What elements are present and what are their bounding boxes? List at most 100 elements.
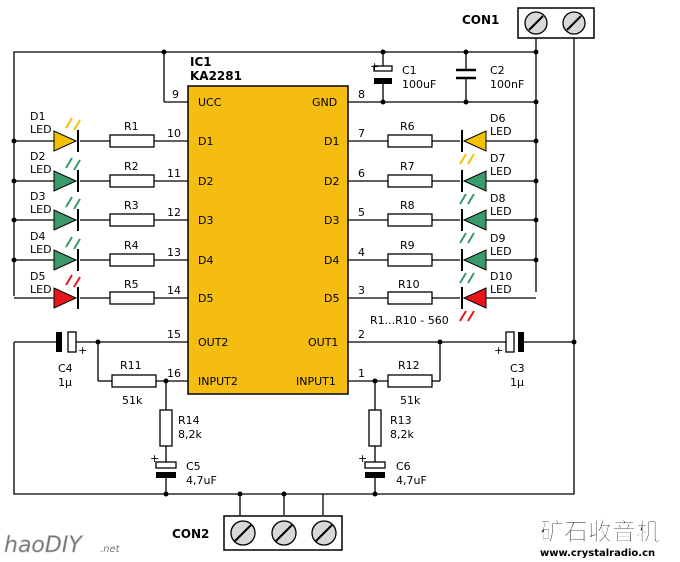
led-body (53, 209, 78, 231)
resistor-ref: R13 (390, 414, 412, 427)
led-body (53, 249, 78, 271)
ic-ref: IC1 (190, 55, 212, 69)
led-d4: D4 LED (30, 230, 79, 271)
ic-pin-name: OUT2 (198, 336, 228, 349)
capacitor-c5: + C5 4,7uF (150, 452, 217, 487)
led-type: LED (30, 163, 52, 176)
ic-pin-num: 14 (167, 284, 181, 297)
led-type: LED (30, 283, 52, 296)
watermark-cn: 矿石收音机 (540, 518, 660, 546)
junction-dots (11, 49, 577, 497)
led-body (462, 209, 487, 231)
led-d7: D7 LED (461, 152, 512, 192)
resistor-r14: R14 8,2k (159, 409, 202, 447)
led-type: LED (490, 125, 512, 138)
resistor-r3 (109, 213, 155, 227)
cap-ref: C2 (490, 64, 505, 77)
cap-value: 1µ (58, 376, 72, 389)
led-type: LED (30, 203, 52, 216)
ic-pin-name: D3 (198, 214, 213, 227)
svg-text:+: + (78, 344, 87, 357)
ic-pin-num: 4 (358, 246, 365, 259)
svg-text:+: + (358, 452, 367, 465)
resistor-value: 51k (400, 394, 421, 407)
resistor-ref: R12 (398, 359, 420, 372)
ic-part: KA2281 (190, 69, 242, 83)
led-type: LED (490, 283, 512, 296)
resistor-ref: R8 (400, 199, 415, 212)
led-ref: D5 (30, 270, 45, 283)
resistor-ref: R14 (178, 414, 200, 427)
resistor-ref: R1 (124, 120, 139, 133)
ic-pin-name: D4 (198, 254, 213, 267)
cap-value: 4,7uF (396, 474, 427, 487)
led-type: LED (490, 205, 512, 218)
ic-pin-num: 8 (358, 88, 365, 101)
led-type: LED (30, 123, 52, 136)
ic-pin-num: 11 (167, 167, 181, 180)
led-ref: D7 (490, 152, 505, 165)
ic-pin-num: 13 (167, 246, 181, 259)
led-body (462, 130, 487, 152)
resistor-value: 8,2k (390, 428, 414, 441)
resistor-r12: R12 51k (387, 359, 433, 407)
cap-ref: C3 (510, 362, 525, 375)
capacitor-c2: C2 100nF (456, 64, 524, 91)
connector-label: CON2 (172, 527, 209, 541)
led-light-rays (65, 117, 81, 288)
cap-value: 1µ (510, 376, 524, 389)
ic-pin-name: GND (312, 96, 337, 109)
ic-pin-name: D5 (198, 292, 213, 305)
ic-pin-num: 2 (358, 328, 365, 341)
led-body (53, 130, 78, 152)
resistor-r10 (387, 291, 433, 305)
ic-pin-num: 15 (167, 328, 181, 341)
led-ref: D8 (490, 192, 505, 205)
ic-pin-name: OUT1 (308, 336, 338, 349)
capacitor-c1: + C1 100uF (370, 60, 436, 91)
ic-pin-name: INPUT1 (296, 375, 336, 388)
ic-pin-name: D3 (324, 214, 339, 227)
resistor-ref: R10 (398, 278, 420, 291)
connector-label: CON1 (462, 13, 499, 27)
ic-pin-num: 7 (358, 127, 365, 140)
resistor-note: R1...R10 - 560 (370, 314, 449, 327)
watermark-crystalradio: 矿石收音机 www.crystalradio.cn (540, 518, 661, 559)
svg-text:+: + (370, 60, 379, 73)
resistor-r4 (109, 253, 155, 267)
led-d6: D6 LED (461, 112, 512, 152)
resistor-r8 (387, 213, 433, 227)
cap-value: 100uF (402, 78, 436, 91)
led-ref: D10 (490, 270, 512, 283)
led-ref: D2 (30, 150, 45, 163)
watermark-suffix: .net (100, 544, 121, 555)
capacitor-c3: + C3 1µ (494, 331, 525, 389)
resistor-ref: R11 (120, 359, 142, 372)
resistors-left: R1 R2 R3 R4 R5 (109, 120, 155, 305)
led-body (53, 170, 78, 192)
capacitor-c4: + C4 1µ (56, 331, 87, 389)
led-d8: D8 LED (461, 192, 512, 231)
led-light-rays (459, 153, 475, 322)
resistors-right: R6 R7 R8 R9 R10 R1...R10 - 560 (370, 120, 449, 327)
watermark-url: www.crystalradio.cn (540, 548, 655, 559)
led-type: LED (30, 243, 52, 256)
resistor-r6 (387, 134, 433, 148)
led-d2: D2 LED (30, 150, 79, 192)
led-body (53, 287, 78, 309)
led-d3: D3 LED (30, 190, 79, 231)
connector-con2: CON2 (172, 515, 343, 551)
resistor-r1 (109, 134, 155, 148)
led-d5: D5 LED (30, 270, 79, 309)
watermark-text: haoDIY (4, 533, 83, 558)
led-d9: D9 LED (461, 232, 512, 271)
ic-pin-num: 10 (167, 127, 181, 140)
led-ref: D9 (490, 232, 505, 245)
ic-pin-name: UCC (198, 96, 222, 109)
led-ref: D1 (30, 110, 45, 123)
led-body (462, 170, 487, 192)
capacitor-c6: + C6 4,7uF (358, 452, 427, 487)
resistor-r13: R13 8,2k (368, 409, 414, 447)
led-ref: D6 (490, 112, 505, 125)
